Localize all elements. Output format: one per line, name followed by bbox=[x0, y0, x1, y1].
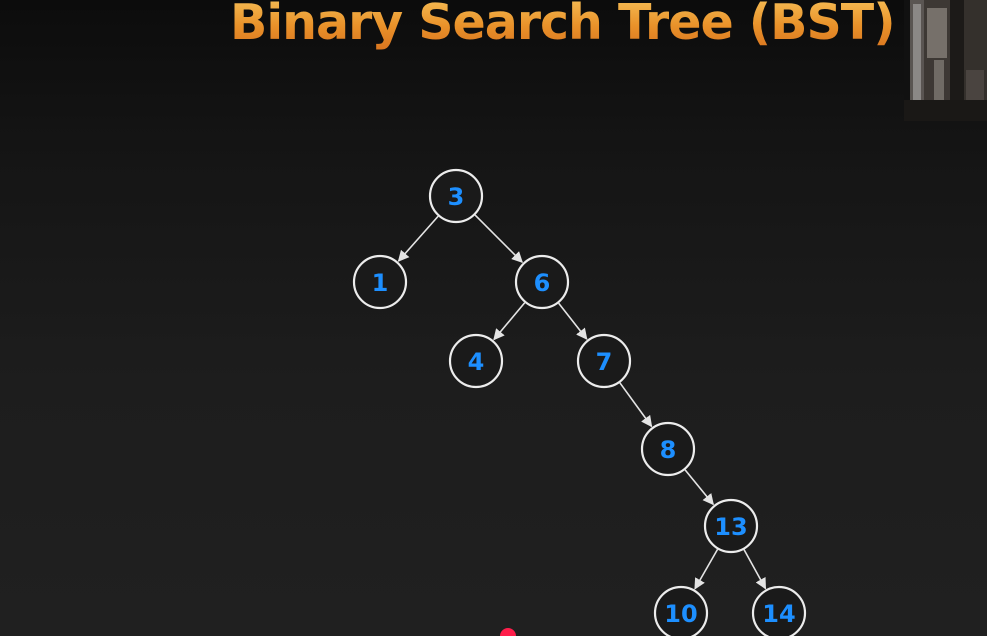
node-circle bbox=[703, 498, 759, 554]
node-label: 4 bbox=[468, 348, 485, 376]
edge-8-to-13 bbox=[684, 469, 714, 506]
node-circle bbox=[653, 585, 709, 636]
edge-13-to-14 bbox=[743, 549, 767, 590]
edge-3-to-6 bbox=[474, 214, 523, 263]
node-circle bbox=[576, 333, 632, 389]
tree-node-3: 3 bbox=[428, 168, 484, 224]
tree-node-1: 1 bbox=[352, 254, 408, 310]
node-label: 6 bbox=[534, 269, 551, 297]
node-label: 3 bbox=[448, 183, 465, 211]
node-circle bbox=[514, 254, 570, 310]
node-circle bbox=[640, 421, 696, 477]
node-circle bbox=[428, 168, 484, 224]
node-circle bbox=[448, 333, 504, 389]
tree-node-4: 4 bbox=[448, 333, 504, 389]
tree-node-6: 6 bbox=[514, 254, 570, 310]
node-label: 7 bbox=[596, 348, 613, 376]
edge-3-to-1 bbox=[397, 215, 439, 262]
node-circle bbox=[751, 585, 807, 636]
node-label: 14 bbox=[762, 600, 795, 628]
node-label: 10 bbox=[664, 600, 697, 628]
tree-node-8: 8 bbox=[640, 421, 696, 477]
edge-6-to-4 bbox=[493, 302, 526, 341]
node-label: 1 bbox=[372, 269, 389, 297]
edge-7-to-8 bbox=[619, 382, 653, 428]
tree-node-10: 10 bbox=[653, 585, 709, 636]
node-label: 13 bbox=[714, 513, 747, 541]
tree-node-7: 7 bbox=[576, 333, 632, 389]
slide-title: Binary Search Tree (BST) bbox=[230, 0, 896, 51]
laser-pointer-dot bbox=[500, 628, 516, 636]
webcam-video-frame bbox=[904, 0, 987, 121]
tree-node-14: 14 bbox=[751, 585, 807, 636]
tree-nodes: 3 1 6 4 7 8 13 10 14 bbox=[352, 168, 807, 636]
node-label: 8 bbox=[660, 436, 677, 464]
tree-node-13: 13 bbox=[703, 498, 759, 554]
edge-13-to-10 bbox=[694, 549, 719, 590]
node-circle bbox=[352, 254, 408, 310]
tree-edges bbox=[397, 214, 767, 590]
webcam-overlay bbox=[904, 0, 987, 121]
edge-6-to-7 bbox=[558, 302, 588, 340]
